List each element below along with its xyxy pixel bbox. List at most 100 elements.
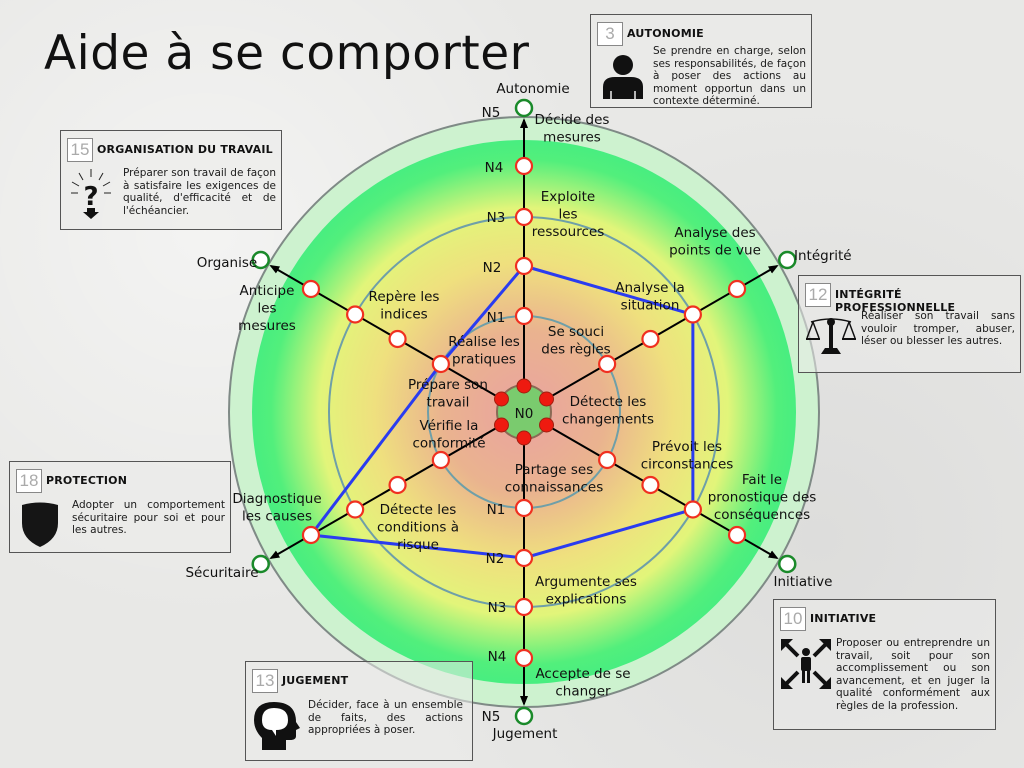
card-text: Préparer son travail de façon à satisfai…: [123, 167, 276, 217]
level-5-node[interactable]: [514, 706, 534, 726]
level-node[interactable]: [388, 475, 407, 495]
page-title: Aide à se comporter: [44, 26, 530, 81]
level-node[interactable]: [514, 548, 534, 568]
skill-label: Détecte les changements: [562, 394, 654, 428]
card-number: 10: [780, 607, 806, 631]
skill-label-line: Analyse la: [615, 280, 684, 296]
level-label: N4: [488, 649, 507, 665]
level-node[interactable]: [431, 354, 450, 374]
skill-label-line: Prépare son: [408, 377, 488, 393]
skill-label-line: Détecte les: [380, 502, 457, 518]
skill-label-line: Analyse des: [674, 225, 755, 241]
level-5-node[interactable]: [778, 554, 797, 574]
skill-label-line: Repère les: [369, 289, 440, 305]
card-number: 18: [16, 469, 42, 493]
skill-label: Repère les indices: [369, 289, 440, 323]
skill-label-line: Fait le: [742, 472, 782, 488]
center-label: N0: [515, 406, 534, 422]
person-icon: [603, 55, 643, 99]
level-node[interactable]: [727, 279, 747, 299]
skill-label-line: Anticipe: [240, 283, 295, 299]
level-node[interactable]: [641, 475, 660, 495]
level-5-node[interactable]: [251, 554, 270, 574]
skill-label-line: Décide des: [535, 112, 610, 128]
level-node[interactable]: [641, 329, 660, 349]
axis-label: Autonomie: [496, 81, 569, 97]
level-node[interactable]: [514, 256, 534, 276]
level-node[interactable]: [514, 597, 534, 617]
skill-label-line: Prévoit les: [652, 439, 722, 455]
skill-label-line: changements: [562, 412, 654, 428]
skill-label-line: pratiques: [452, 352, 516, 368]
level-node[interactable]: [346, 305, 365, 324]
card-text: Décider, face à un ensemble de faits, de…: [308, 699, 463, 737]
skill-label-line: Vérifie la: [420, 418, 479, 434]
card-organisation: 15 ORGANISATION DU TRAVAIL ? Préparer so…: [60, 130, 282, 230]
level-node[interactable]: [514, 156, 534, 176]
level-label: N1: [487, 502, 506, 518]
level-5-node[interactable]: [778, 250, 797, 270]
level-node[interactable]: [598, 354, 617, 374]
skill-label-line: Argumente ses: [535, 574, 637, 590]
level-node[interactable]: [346, 500, 365, 519]
card-title: JUGEMENT: [282, 674, 349, 687]
skill-label-line: Se souci: [548, 324, 604, 340]
skill-label-line: mesures: [238, 318, 296, 334]
axis-label: Organise: [197, 255, 257, 271]
level-label: N2: [486, 551, 505, 567]
card-title: PROTECTION: [46, 474, 128, 487]
skill-label-line: les causes: [242, 509, 312, 525]
n0-dot: [516, 378, 532, 394]
level-node[interactable]: [598, 450, 617, 470]
skill-label-line: indices: [380, 307, 427, 323]
skill-label-line: des règles: [541, 342, 610, 358]
level-node[interactable]: [514, 306, 534, 326]
n0-dot: [539, 417, 555, 433]
skill-label-line: pronostique des: [708, 490, 817, 506]
card-title: INTÉGRITÉ PROFESSIONNELLE: [835, 288, 956, 314]
skill-label-line: Accepte de se: [535, 666, 630, 682]
card-number: 12: [805, 283, 831, 307]
level-node[interactable]: [388, 329, 407, 349]
skill-label-line: circonstances: [641, 457, 734, 473]
level-node[interactable]: [431, 450, 450, 470]
level-label: N5: [482, 709, 501, 725]
level-label: N2: [483, 260, 502, 276]
level-node[interactable]: [683, 500, 702, 519]
axis-label: Sécuritaire: [185, 565, 258, 581]
level-node[interactable]: [301, 525, 321, 545]
level-node[interactable]: [301, 279, 321, 299]
level-node[interactable]: [683, 305, 702, 324]
card-number: 3: [597, 22, 623, 46]
skill-label: Se souci des règles: [541, 324, 610, 358]
level-node[interactable]: [514, 498, 534, 518]
card-number: 15: [67, 138, 93, 162]
level-5-node[interactable]: [514, 98, 534, 118]
level-node[interactable]: [514, 207, 534, 227]
level-label: N3: [487, 210, 506, 226]
level-node[interactable]: [514, 648, 534, 668]
card-autonomie: 3 AUTONOMIE Se prendre en charge, selon …: [590, 14, 812, 108]
skill-label-line: points de vue: [669, 243, 761, 259]
head-profile-icon: [254, 702, 300, 750]
skill-label-line: Partage ses: [515, 462, 593, 478]
skill-label-line: Réalise les: [448, 334, 520, 350]
skill-label: Prévoit les circonstances: [641, 439, 734, 473]
card-number: 13: [252, 669, 278, 693]
level-5-node[interactable]: [251, 250, 270, 270]
question-idea-icon: ?: [71, 169, 111, 219]
card-text: Adopter un comportement sécuritaire pour…: [72, 499, 225, 537]
card-integrite: 12 INTÉGRITÉ PROFESSIONNELLE Réaliser so…: [798, 275, 1021, 373]
card-text: Réaliser son travail sans vouloir trompe…: [861, 310, 1015, 348]
skill-label-line: risque: [397, 537, 439, 553]
skill-label-line: Détecte les: [570, 394, 647, 410]
level-node[interactable]: [727, 525, 747, 545]
